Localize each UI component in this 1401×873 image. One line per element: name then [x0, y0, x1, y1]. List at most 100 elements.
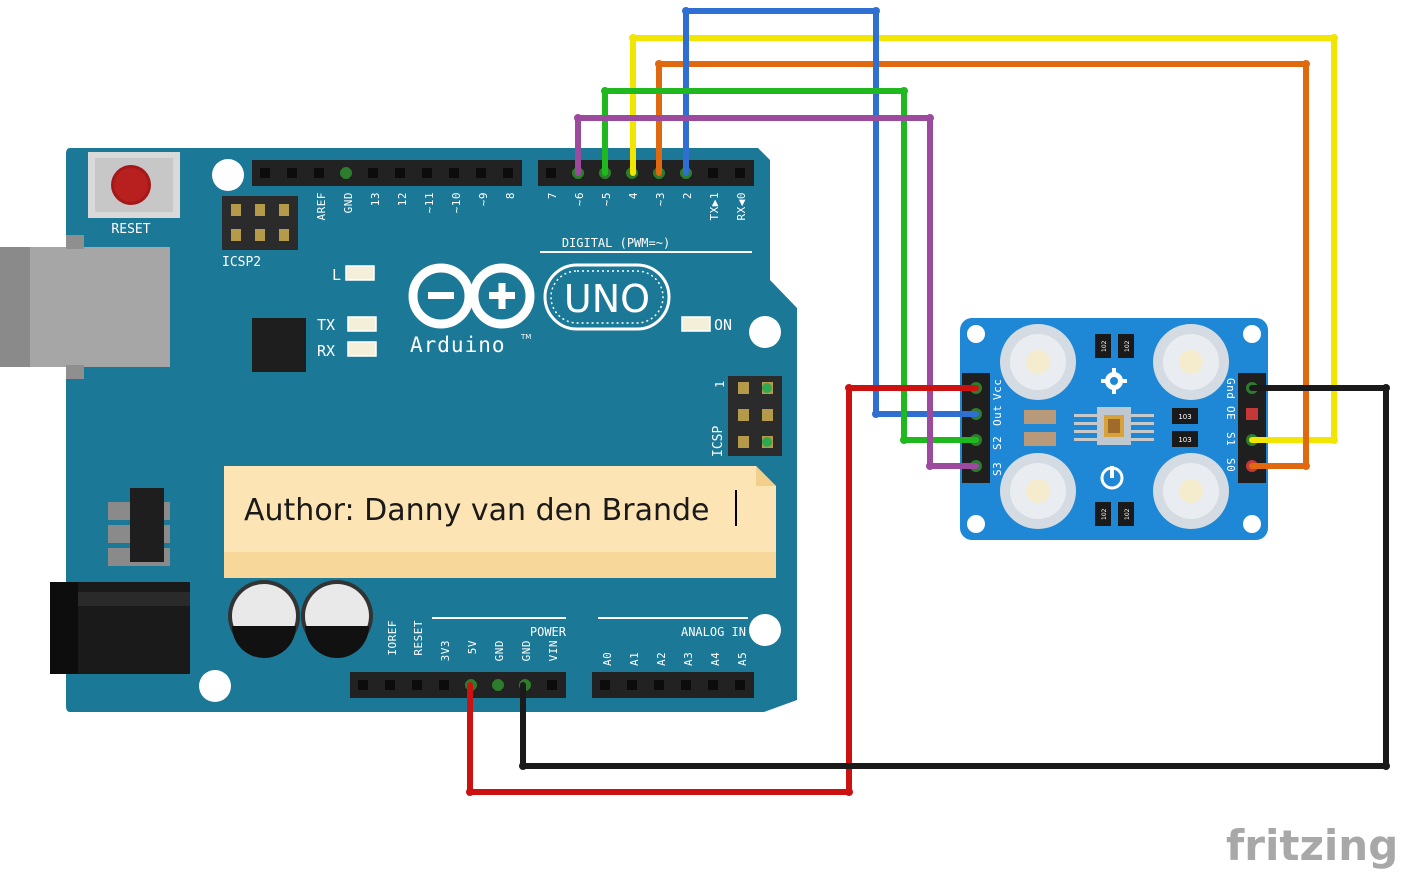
header-pin [395, 168, 405, 178]
pin-label-a1: A1 [628, 652, 641, 666]
digital-pin-labels-right: 7 ~6 ~5 4 ~3 2 TX▶1 RX◀0 [546, 192, 748, 221]
resistor-103-label: 103 [1178, 436, 1191, 444]
pin-label-13: 13 [369, 192, 382, 206]
tcs3200-color-sensor: 102 102 102 102 [960, 318, 1268, 540]
wire-bend-point [629, 34, 637, 42]
resistor-102-label: 102 [1124, 340, 1131, 352]
pin-label-gnd: GND [342, 192, 355, 213]
analog-pin-labels: A0 A1 A2 A3 A4 A5 [601, 652, 749, 666]
pin-label-rx0: RX◀0 [735, 192, 748, 221]
pin-label-5: ~5 [600, 192, 613, 206]
header-pin [503, 168, 513, 178]
usb-connector [0, 235, 170, 379]
power-pin-labels: IOREF RESET 3V3 5V GND GND VIN [386, 620, 560, 661]
header-pin [476, 168, 486, 178]
sensor-right-pin-labels: Gnd OE S1 S0 [1224, 378, 1237, 472]
sensor-led [1000, 453, 1076, 529]
wire-bend-point [1382, 384, 1390, 392]
wire-bend-point [872, 7, 880, 15]
arduino-uno-board: RESET ICSP2 AREF GND 13 [0, 148, 797, 712]
header-pin [735, 680, 745, 690]
digital-pin-labels-left: AREF GND 13 12 ~11 ~10 ~9 8 [315, 192, 517, 221]
led-rx: RX [317, 341, 377, 360]
icsp-label: ICSP [711, 426, 726, 457]
wire-bend-point [574, 114, 582, 122]
model-label: UNO [564, 277, 650, 321]
fritzing-watermark: fritzing [1226, 821, 1398, 870]
author-note: Author: Danny van den Brande [224, 466, 776, 578]
wire-bend-point [926, 114, 934, 122]
pin-label-tx1: TX▶1 [708, 192, 721, 221]
pin-label-gnd2: GND [520, 640, 533, 661]
resistor-102-label: 102 [1101, 340, 1108, 352]
header-pin [708, 680, 718, 690]
digital-header-right [538, 160, 754, 186]
sensor-led [1153, 324, 1229, 400]
header-pin [358, 680, 368, 690]
pin-label-s0: S0 [1224, 458, 1237, 472]
sensor-led [1153, 453, 1229, 529]
pin-label-2: 2 [681, 192, 694, 199]
pin-label-3v3: 3V3 [439, 640, 452, 661]
arduino-logo: Arduino TM UNO [408, 263, 671, 357]
header-pin [449, 168, 459, 178]
pin-label-s2: S2 [991, 436, 1004, 450]
pin-label-a4: A4 [709, 652, 722, 666]
note-text: Author: Danny van den Brande [244, 493, 709, 528]
pin-label-a2: A2 [655, 652, 668, 666]
header-pin [385, 680, 395, 690]
pin-label-s1: S1 [1224, 432, 1237, 446]
wire-bend-point [845, 384, 853, 392]
pin-label-s3: S3 [991, 462, 1004, 476]
header-pin [546, 168, 556, 178]
resistor-103 [1172, 408, 1198, 424]
pin-label-oe: OE [1224, 406, 1237, 420]
wire-joints [466, 7, 1390, 796]
wire-bend-point [926, 462, 934, 470]
icsp-header [728, 376, 782, 456]
brand-label: Arduino [410, 333, 506, 357]
mounting-hole [749, 316, 781, 348]
digital-label: DIGITAL (PWM=~) [562, 236, 670, 250]
header-pin [287, 168, 297, 178]
resistor-102: 102 102 102 102 [1095, 334, 1134, 526]
header-pin [439, 680, 449, 690]
mounting-hole [212, 159, 244, 191]
header-pin [600, 680, 610, 690]
pin-label-7: 7 [546, 192, 559, 199]
sensor-led [1000, 324, 1076, 400]
led-on: ON [681, 316, 732, 334]
led-rx-label: RX [317, 342, 335, 360]
gear-icon [1101, 368, 1127, 394]
header-pin [314, 168, 324, 178]
icsp-pin1-label: 1 [713, 381, 727, 388]
resistor-103 [1172, 431, 1198, 447]
header-pin [627, 680, 637, 690]
header-pin [422, 168, 432, 178]
header-pin [681, 680, 691, 690]
analog-header [592, 672, 754, 698]
led-tx: TX [317, 316, 377, 334]
wire-bend-point [872, 410, 880, 418]
capacitor-2 [301, 580, 373, 658]
icsp2-label: ICSP2 [222, 255, 261, 270]
reset-button[interactable] [88, 152, 180, 218]
pin-label-3: ~3 [654, 192, 667, 206]
pin-label-a5: A5 [736, 652, 749, 666]
pin-label-reset: RESET [412, 620, 425, 656]
power-icon [1100, 466, 1124, 490]
wire-bend-point [1382, 762, 1390, 770]
pin-label-vin: VIN [547, 640, 560, 661]
wire-bend-point [1302, 462, 1310, 470]
voltage-regulator [108, 488, 170, 566]
pin-label-6: ~6 [573, 192, 586, 206]
analog-label: ANALOG IN [681, 625, 746, 639]
text-cursor [735, 490, 737, 526]
pin-label-12: 12 [396, 192, 409, 206]
resistor-102-label: 102 [1101, 508, 1108, 520]
header-pin [547, 680, 557, 690]
pin-label-vcc: Vcc [991, 379, 1004, 400]
wire-bend-point [1330, 436, 1338, 444]
wire-bend-point [655, 60, 663, 68]
